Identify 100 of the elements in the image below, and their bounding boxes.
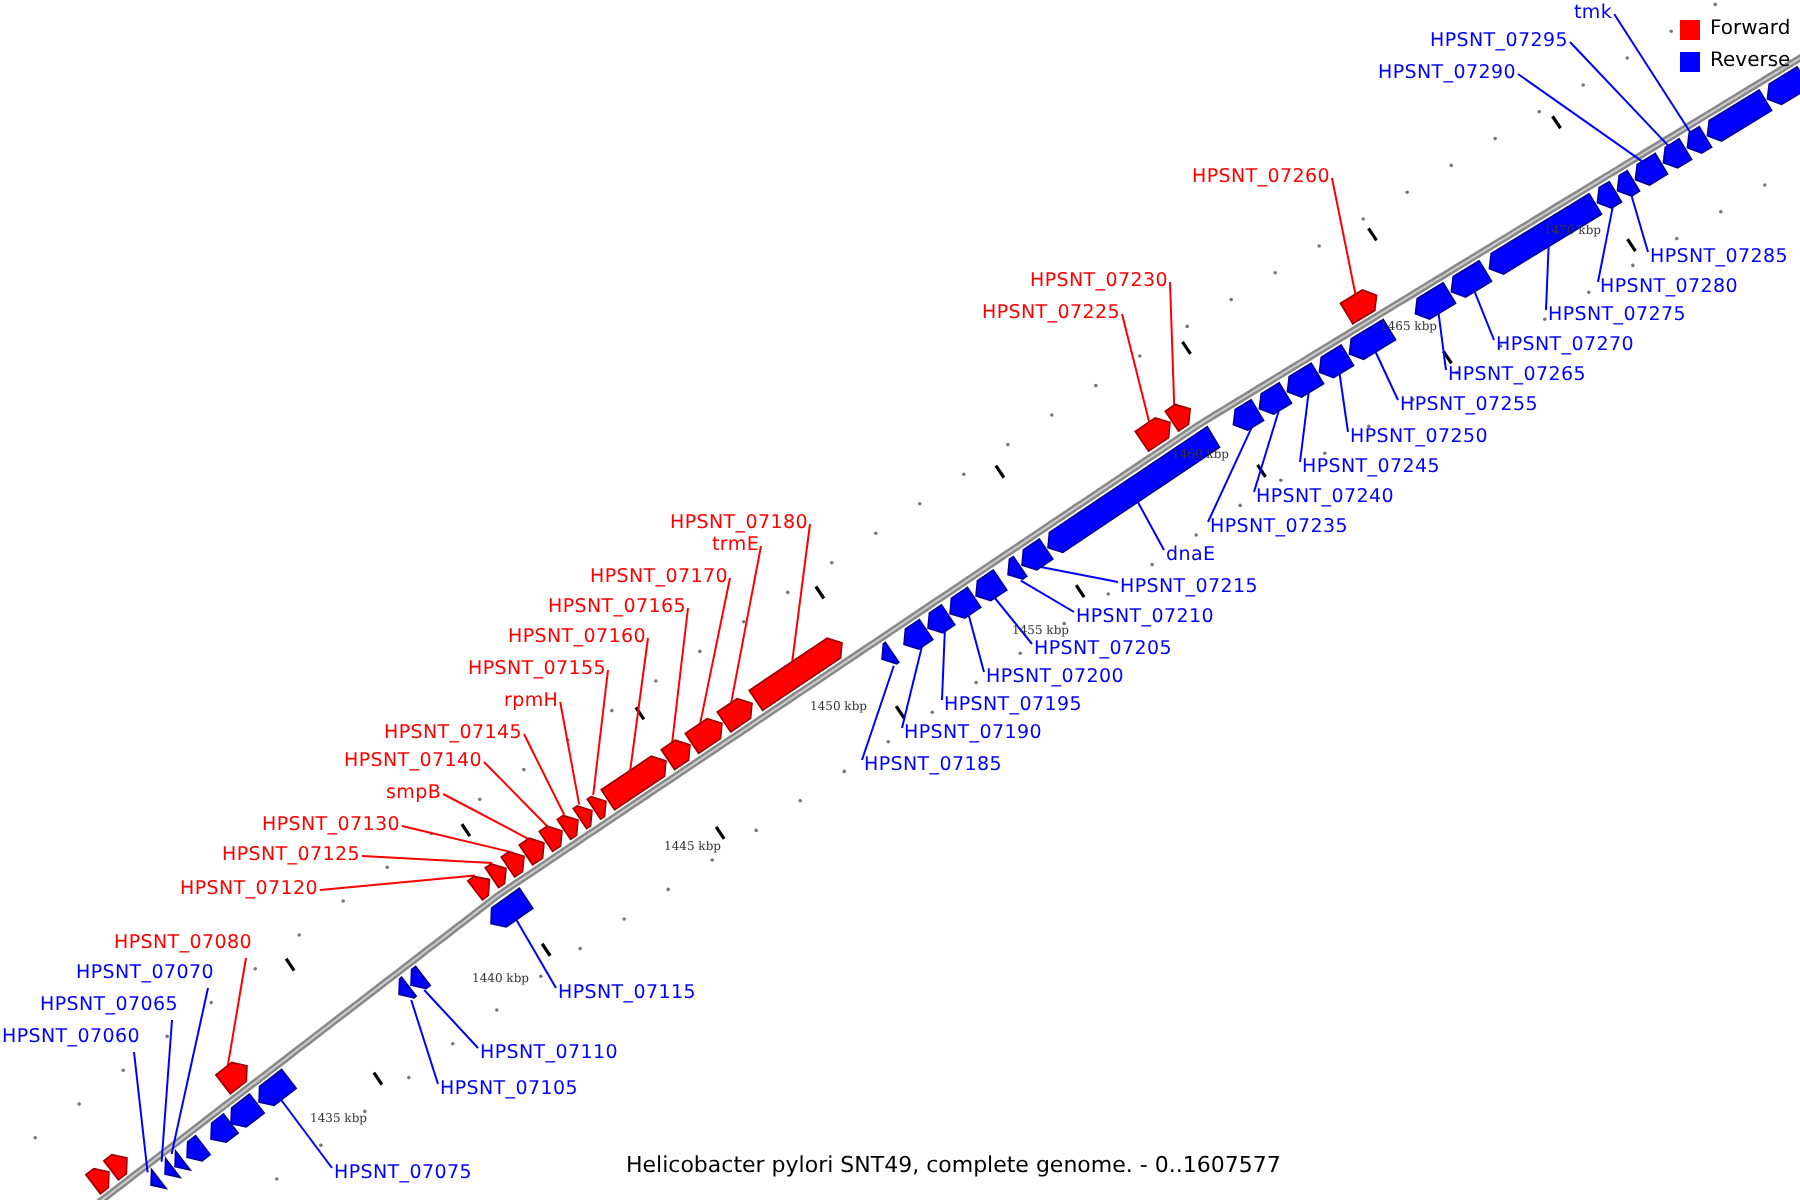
leader-line xyxy=(1437,312,1447,371)
gene-block xyxy=(1662,137,1693,169)
gene-label: HPSNT_07145 xyxy=(384,722,522,746)
leader-line xyxy=(791,523,811,663)
gene-block xyxy=(1488,192,1603,275)
gene-block xyxy=(716,697,753,734)
leader-line xyxy=(1207,426,1253,523)
gene-label: HPSNT_07285 xyxy=(1650,246,1788,270)
leader-line xyxy=(901,646,923,729)
gene-block xyxy=(466,875,491,902)
leader-line xyxy=(1569,41,1670,147)
gene-label: HPSNT_07295 xyxy=(1430,30,1568,54)
leader-line xyxy=(1019,579,1075,613)
gene-label: HPSNT_07125 xyxy=(222,844,360,868)
gene-block xyxy=(600,755,667,811)
gene-block xyxy=(1286,362,1325,399)
gene-label: HPSNT_07195 xyxy=(944,694,1082,718)
leader-line xyxy=(319,874,476,891)
leader-line xyxy=(1613,13,1692,134)
leader-line xyxy=(160,1019,173,1163)
gene-label: trmE xyxy=(712,534,760,558)
gene-label: HPSNT_07070 xyxy=(76,962,214,986)
gene-label: HPSNT_07270 xyxy=(1496,334,1634,358)
gene-label: HPSNT_07155 xyxy=(468,658,606,682)
leader-line xyxy=(1331,177,1357,296)
gene-block xyxy=(881,641,900,665)
gene-block xyxy=(1686,125,1713,155)
gene-block xyxy=(164,1157,181,1179)
leader-line xyxy=(967,614,985,673)
gene-block xyxy=(1596,180,1623,210)
leader-line xyxy=(671,607,689,744)
leader-line xyxy=(1299,391,1310,463)
gene-block xyxy=(1616,169,1641,197)
gene-label: HPSNT_07215 xyxy=(1120,576,1258,600)
gene-block xyxy=(484,862,507,889)
gene-label: HPSNT_07230 xyxy=(1030,270,1168,294)
leader-line xyxy=(1630,195,1649,253)
gene-block xyxy=(1634,152,1669,186)
gene-block xyxy=(572,805,593,830)
leader-line xyxy=(226,957,247,1067)
leader-line xyxy=(133,1051,149,1174)
gene-label: HPSNT_07065 xyxy=(40,994,178,1018)
leader-line xyxy=(941,630,946,701)
gene-label: rpmH xyxy=(504,690,559,714)
leader-line xyxy=(1545,245,1550,311)
gene-block xyxy=(748,637,843,712)
leader-line xyxy=(861,664,895,761)
leader-line xyxy=(1374,351,1399,401)
gene-label: HPSNT_07250 xyxy=(1350,426,1488,450)
gene-block xyxy=(949,586,982,620)
gene-block xyxy=(586,795,607,821)
gene-block xyxy=(927,603,956,634)
gene-block xyxy=(214,1061,248,1095)
gene-block xyxy=(660,739,691,771)
gene-label: HPSNT_07120 xyxy=(180,878,318,902)
gene-block xyxy=(258,1068,298,1107)
leader-line xyxy=(1597,206,1614,283)
leader-line xyxy=(1121,313,1151,423)
leader-line xyxy=(401,825,511,853)
gene-block xyxy=(500,850,525,879)
gene-block xyxy=(398,976,418,999)
gene-label: HPSNT_07210 xyxy=(1076,606,1214,630)
gene-block xyxy=(518,837,545,866)
leader-line xyxy=(423,989,479,1049)
gene-block xyxy=(1164,403,1192,433)
gene-label: HPSNT_07180 xyxy=(670,512,808,536)
leader-line xyxy=(730,545,762,704)
gene-block xyxy=(903,618,934,650)
leader-line xyxy=(483,761,549,828)
legend-label: Reverse xyxy=(1710,50,1791,74)
gene-block xyxy=(1232,398,1265,431)
leader-line xyxy=(1338,373,1349,433)
gene-label: HPSNT_07185 xyxy=(864,754,1002,778)
gene-label: HPSNT_07115 xyxy=(558,982,696,1006)
gene-label: HPSNT_07225 xyxy=(982,302,1120,326)
caption: Helicobacter pylori SNT49, complete genome. - 0..1607577 xyxy=(626,1152,1281,1178)
gene-block xyxy=(1450,259,1493,299)
gene-label: HPSNT_07200 xyxy=(986,666,1124,690)
leader-line xyxy=(442,793,530,840)
gene-label: HPSNT_07130 xyxy=(262,814,400,838)
gene-label: HPSNT_07165 xyxy=(548,596,686,620)
gene-label: HPSNT_07170 xyxy=(590,566,728,590)
gene-label: HPSNT_07255 xyxy=(1400,394,1538,418)
leader-line xyxy=(361,855,494,864)
leader-line xyxy=(1136,501,1165,551)
gene-label: HPSNT_07190 xyxy=(904,722,1042,746)
leader-line xyxy=(1253,410,1280,493)
gene-label: HPSNT_07105 xyxy=(440,1078,578,1102)
gene-label: dnaE xyxy=(1166,544,1216,568)
leader-line xyxy=(1473,290,1495,341)
legend-label: Forward xyxy=(1710,18,1791,42)
gene-label: HPSNT_07245 xyxy=(1302,456,1440,480)
gene-block xyxy=(1007,555,1028,581)
leader-line xyxy=(629,637,649,772)
gene-label: HPSNT_07075 xyxy=(334,1162,472,1186)
gene-label: HPSNT_07110 xyxy=(480,1042,618,1066)
gene-block xyxy=(1339,288,1378,325)
gene-label: HPSNT_07280 xyxy=(1600,276,1738,300)
leader-line xyxy=(515,918,557,989)
leader-line xyxy=(1039,566,1119,583)
